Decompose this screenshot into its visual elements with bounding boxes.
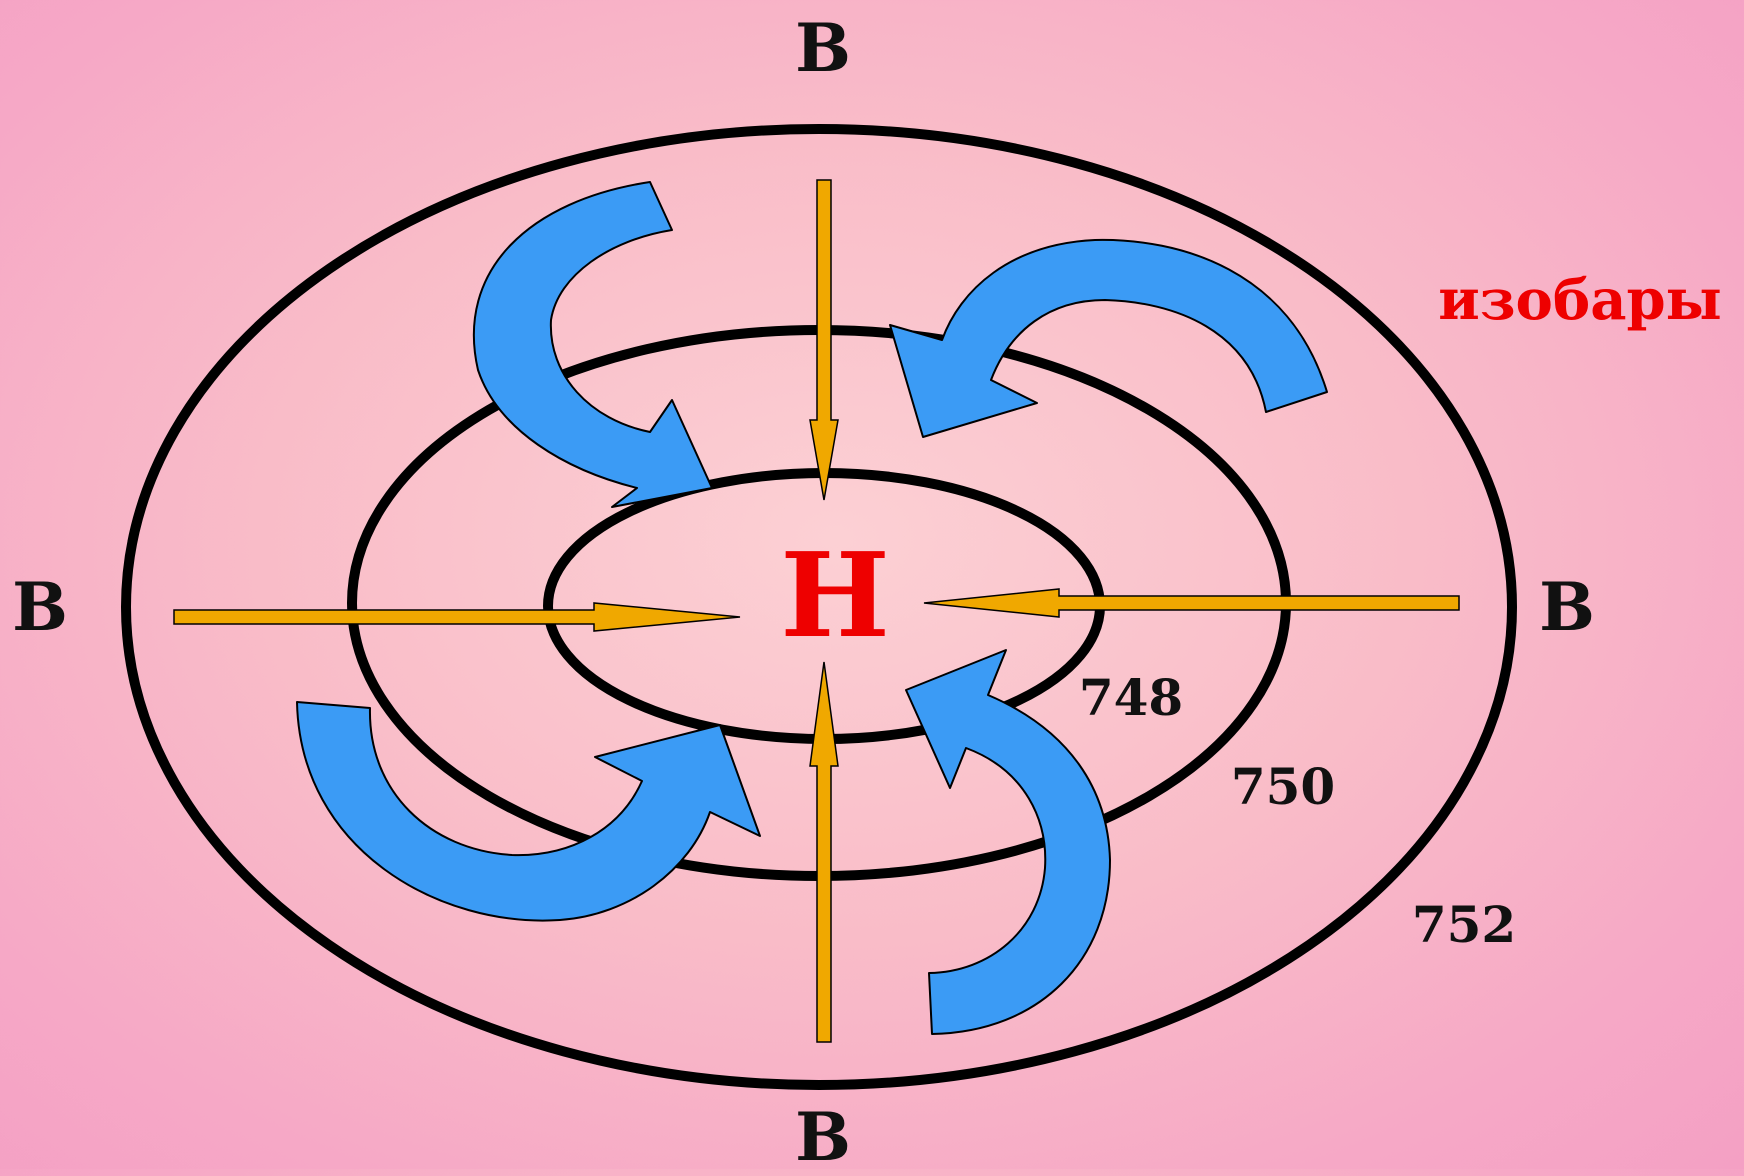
isobar-label-750: 750 bbox=[1230, 757, 1336, 816]
swirl-arrow-top-left bbox=[472, 181, 713, 508]
low-pressure-center-label: Н bbox=[780, 528, 890, 664]
swirl-arrow-top-right bbox=[889, 238, 1328, 438]
swirl-arrow-bottom-right bbox=[905, 649, 1111, 1035]
high-pressure-label-left: В bbox=[12, 568, 68, 646]
isobar-ring-outer bbox=[121, 124, 1517, 1090]
high-pressure-label-top: В bbox=[795, 9, 851, 87]
radial-arrow-right bbox=[923, 588, 1460, 618]
radial-arrow-top bbox=[809, 179, 839, 501]
isobar-label-752: 752 bbox=[1411, 895, 1517, 954]
isobar-label-748: 748 bbox=[1078, 668, 1184, 727]
radial-arrow-bottom bbox=[809, 661, 839, 1043]
swirl-arrow-bottom-left bbox=[296, 701, 761, 922]
high-pressure-label-right: В bbox=[1539, 568, 1595, 646]
high-pressure-label-bottom: В bbox=[795, 1098, 851, 1176]
radial-arrow-left bbox=[173, 602, 741, 632]
isobars-caption: изобары bbox=[1438, 267, 1722, 333]
